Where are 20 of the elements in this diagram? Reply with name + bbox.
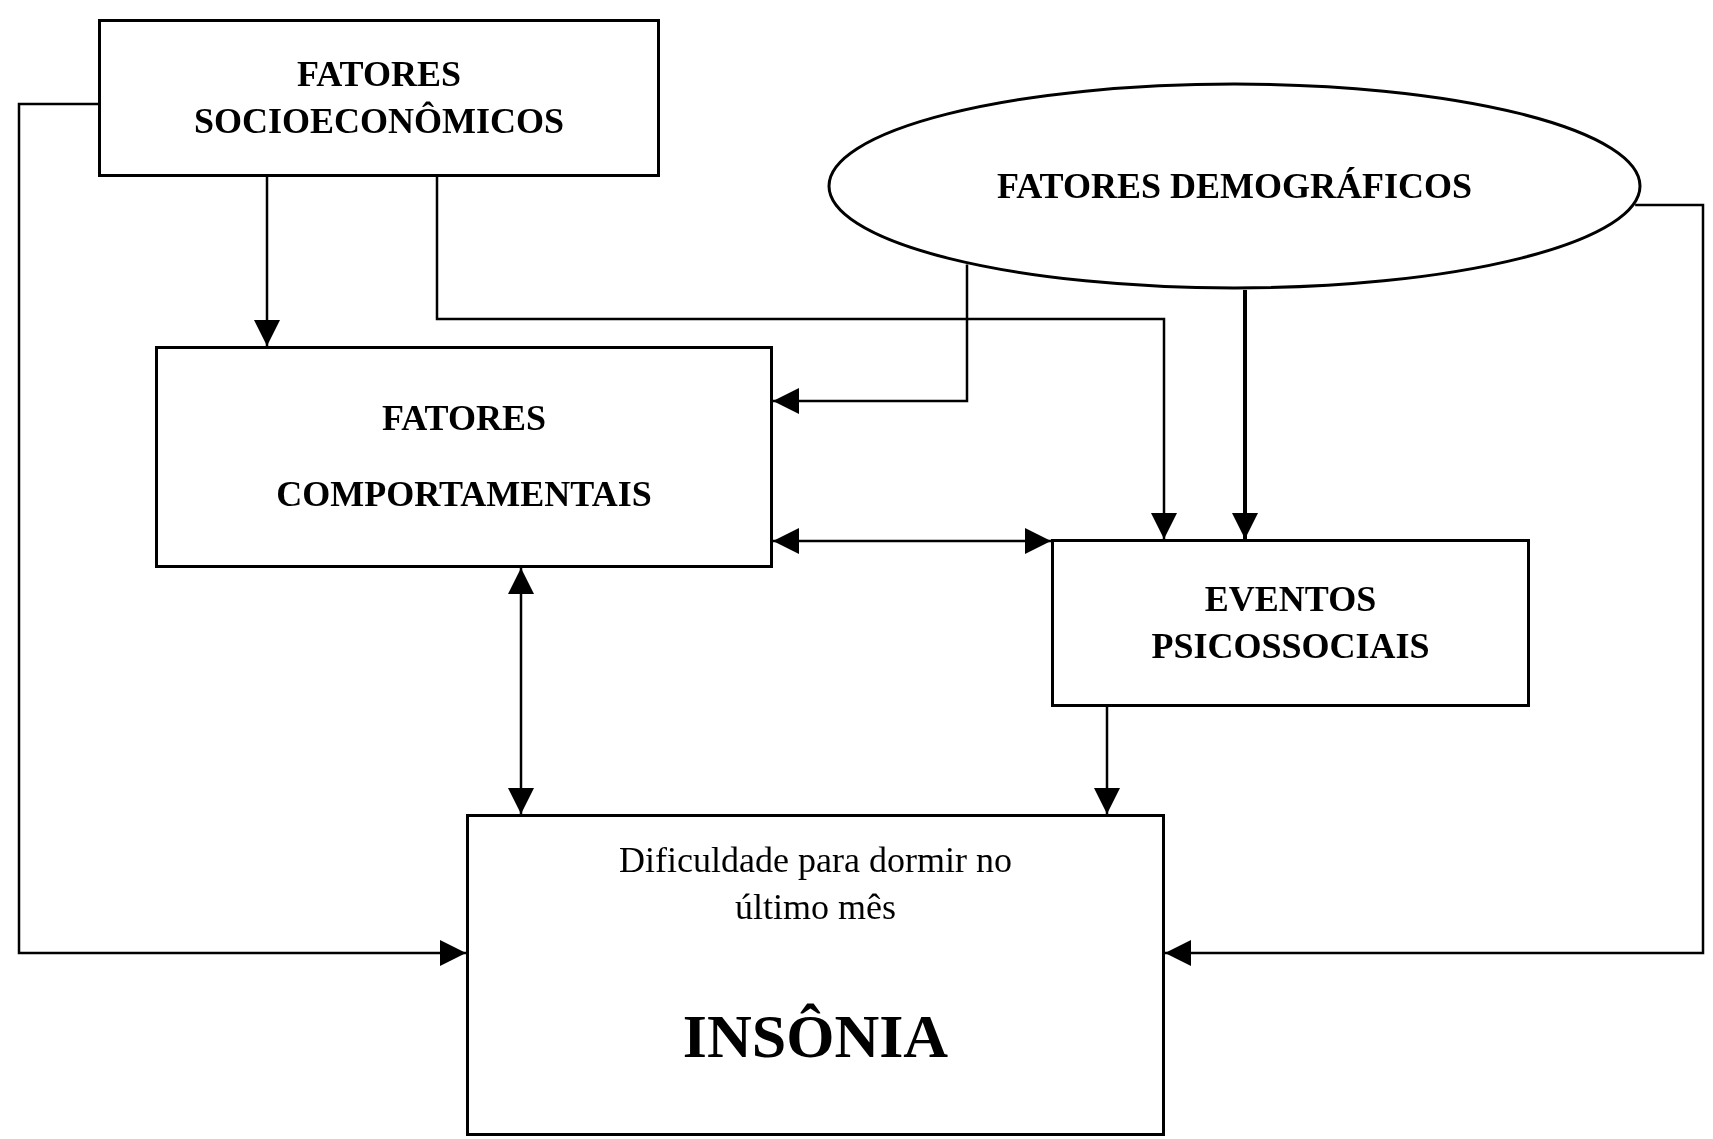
node-label: FATORES COMPORTAMENTAIS [275,397,653,516]
factor-box [155,346,773,568]
arrow [1232,289,1258,539]
node-label: FATORES DEMOGRÁFICOS [996,164,1473,208]
outcome-title: INSÔNIA [682,1000,949,1072]
event-box [1051,539,1530,707]
outcome-box [466,814,1165,1136]
arrow [254,177,280,346]
arrow [508,568,534,814]
arrow [773,528,1051,554]
arrow [1165,203,1705,966]
arrow [435,177,1177,539]
node-label: FATORES SOCIOECONÔMICOS [192,53,566,143]
description-text: Dificuldade para dormir no último mês [618,839,1013,929]
factor-ellipse [827,82,1642,290]
node-label: EVENTOS PSICOSSOCIAIS [1150,578,1431,668]
arrow [17,102,466,966]
factor-box [98,19,660,177]
arrow [1094,707,1120,814]
arrow [773,264,969,414]
